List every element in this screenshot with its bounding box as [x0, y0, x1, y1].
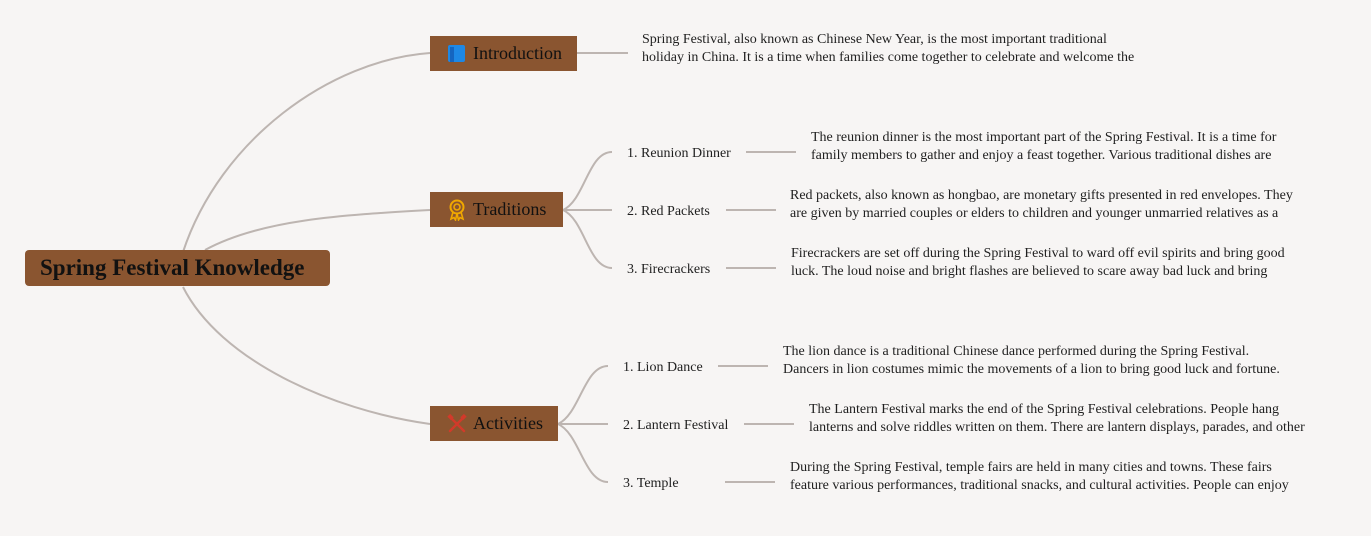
- connector-root-activities: [182, 286, 431, 425]
- note-lion-dance: The lion dance is a traditional Chinese …: [783, 344, 1280, 377]
- leaf-lantern-festival[interactable]: 2. Lantern Festival: [623, 418, 729, 433]
- branch-introduction[interactable]: Introduction: [430, 36, 577, 71]
- branch-activities-label: Activities: [473, 413, 543, 433]
- root-node[interactable]: Spring Festival Knowledge: [25, 250, 330, 286]
- connector-root-introduction: [182, 52, 431, 253]
- crossed-tools-icon: [446, 413, 468, 435]
- note-introduction: Spring Festival, also known as Chinese N…: [642, 32, 1135, 65]
- branch-activities[interactable]: Activities: [430, 406, 558, 441]
- branch-traditions-label: Traditions: [473, 199, 547, 219]
- leaf-reunion-dinner[interactable]: 1. Reunion Dinner: [627, 146, 731, 161]
- connector-root-traditions: [204, 209, 431, 251]
- flag-icon: [446, 43, 468, 65]
- connector-traditions-reunion: [562, 151, 613, 211]
- connector-activities-temple: [557, 423, 609, 483]
- note-red-packets: Red packets, also known as hongbao, are …: [790, 188, 1293, 221]
- branch-introduction-label: Introduction: [473, 43, 562, 63]
- note-temple: During the Spring Festival, temple fairs…: [790, 460, 1289, 493]
- connector-traditions-firecrackers: [562, 209, 613, 269]
- connector-activities-lion: [557, 365, 609, 425]
- award-ribbon-icon: [446, 199, 468, 221]
- note-firecrackers: Firecrackers are set off during the Spri…: [791, 246, 1285, 279]
- leaf-lion-dance[interactable]: 1. Lion Dance: [623, 360, 703, 375]
- note-reunion-dinner: The reunion dinner is the most important…: [811, 130, 1277, 163]
- leaf-temple[interactable]: 3. Temple: [623, 476, 679, 491]
- leaf-red-packets[interactable]: 2. Red Packets: [627, 204, 710, 219]
- branch-traditions[interactable]: Traditions: [430, 192, 563, 227]
- note-lantern-festival: The Lantern Festival marks the end of th…: [809, 402, 1305, 435]
- leaf-firecrackers[interactable]: 3. Firecrackers: [627, 262, 711, 277]
